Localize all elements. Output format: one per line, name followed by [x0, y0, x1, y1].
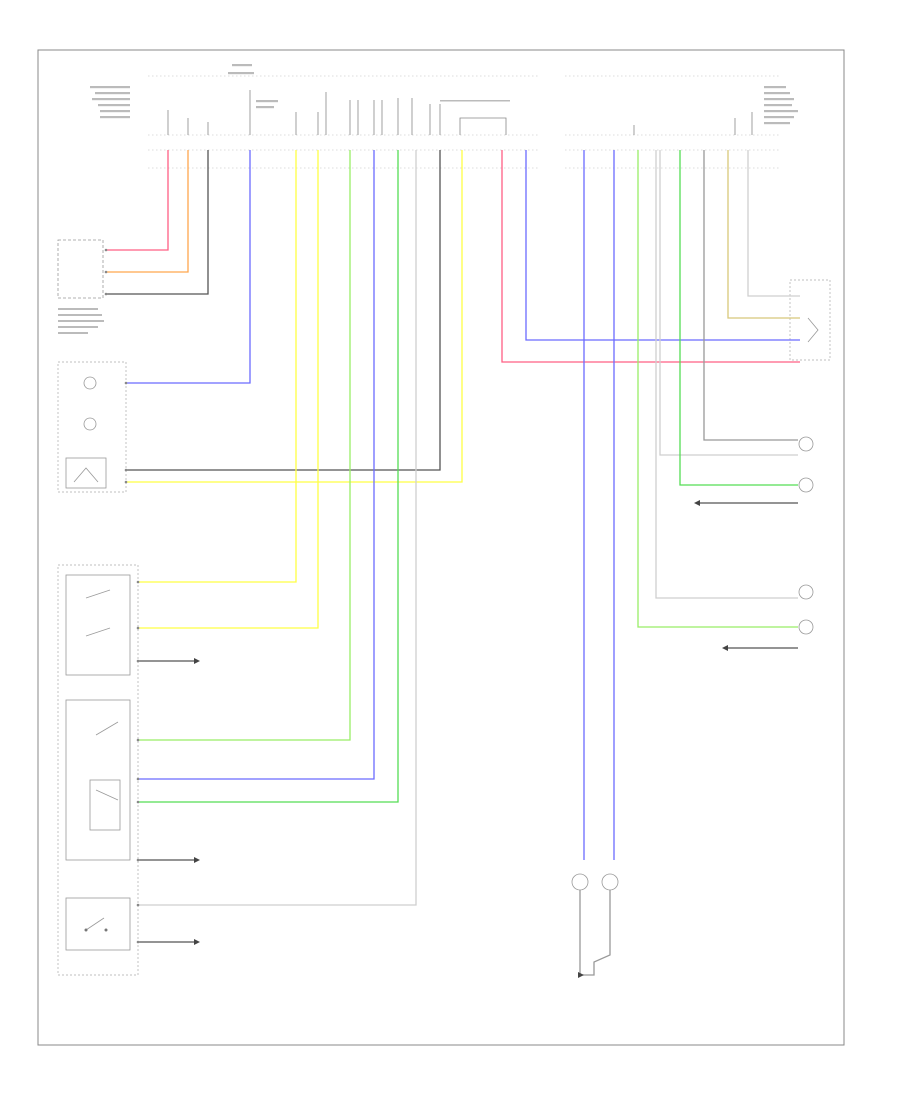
right-turn-lamp	[798, 584, 814, 635]
wire-gray-misc	[703, 150, 798, 441]
wire-yellow-switch	[138, 150, 297, 583]
license-lamp	[571, 873, 619, 891]
instrument-cluster	[57, 361, 127, 493]
left-turn-lamp	[798, 436, 814, 493]
pin-markers	[104, 248, 140, 944]
power-window-switch	[57, 564, 139, 976]
ground-symbols	[194, 500, 728, 978]
wire-red-bcm	[106, 150, 169, 251]
wire-lightyellow-switch	[138, 150, 319, 629]
diagram-frame	[37, 49, 845, 1046]
wire-white-turn-right	[655, 150, 798, 599]
door-switch	[65, 897, 131, 951]
wire-red-rear	[501, 150, 800, 363]
top-connector-headers	[90, 64, 798, 169]
wire-blue-cluster	[126, 150, 251, 384]
wire-white-turn-left	[659, 150, 798, 456]
body-control-module	[57, 239, 104, 334]
wire-tan-rear	[727, 150, 800, 319]
wire-white-door	[138, 150, 417, 906]
wire-white-rear	[747, 150, 800, 297]
wire-license-ground	[579, 890, 611, 976]
wire-green-switch-1	[138, 150, 351, 741]
wire-yellow-cluster	[126, 150, 463, 483]
wire-green-turn-left	[679, 150, 798, 486]
wire-orange-bcm	[106, 150, 189, 273]
wire-black-bcm	[106, 150, 209, 295]
wire-green-switch-2	[138, 150, 399, 803]
wire-layer	[106, 150, 800, 976]
rear-combination-lamp	[789, 279, 831, 361]
wire-black-cluster	[126, 150, 441, 471]
wire-blue-rear	[525, 150, 800, 341]
wire-green-turn-right	[637, 150, 798, 628]
wire-blue-switch	[138, 150, 375, 780]
